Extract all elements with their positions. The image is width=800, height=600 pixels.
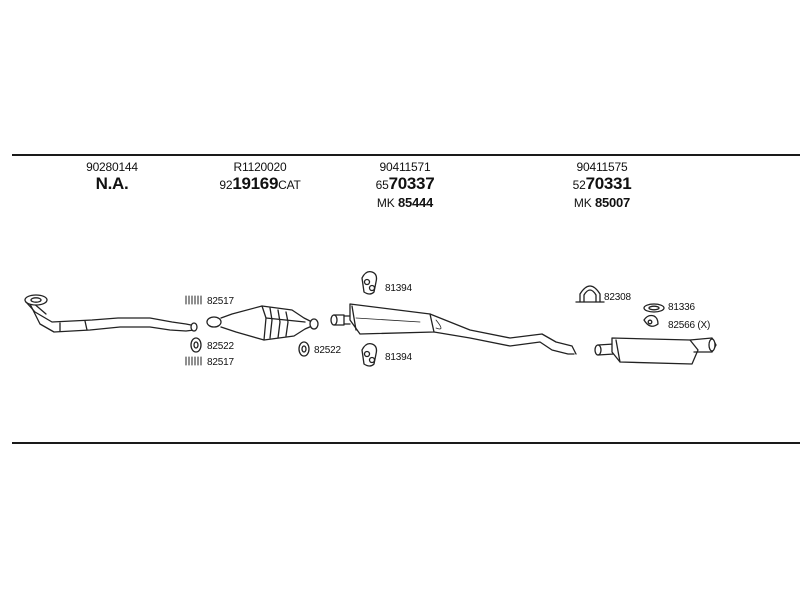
clamp-icon xyxy=(575,285,605,303)
mount-icon xyxy=(643,314,659,327)
part-main-number: 6570337 xyxy=(345,174,465,195)
part-main-number: 5270331 xyxy=(542,174,662,195)
mk-number: MK 85007 xyxy=(542,195,662,211)
top-divider xyxy=(12,154,800,156)
mk-prefix: MK xyxy=(376,196,395,210)
part-code: R1120020 xyxy=(233,160,287,174)
part-label-gasket-right: 82522 xyxy=(314,345,341,356)
mk-value: 85444 xyxy=(397,195,434,210)
mk-number: MK 85444 xyxy=(345,195,465,211)
part-label-rubber-ring: 81336 xyxy=(668,302,695,313)
part-label-hanger-upper: 81394 xyxy=(385,283,412,294)
gasket-icon xyxy=(190,337,310,357)
part-label-clamp: 82308 xyxy=(604,292,631,303)
part-label-gasket-left: 82522 xyxy=(207,341,234,352)
part-label-spring-upper: 82517 xyxy=(207,296,234,307)
part-label-hanger-lower: 81394 xyxy=(385,352,412,363)
hanger-icon xyxy=(361,270,378,367)
bottom-divider xyxy=(12,442,800,444)
part-code: 90411575 xyxy=(576,160,628,174)
main-number: 19169 xyxy=(232,174,279,193)
main-prefix: 92 xyxy=(219,178,233,192)
part-code: 90411571 xyxy=(379,160,431,174)
part-main-number: N.A. xyxy=(95,174,129,193)
part-label-mount: 82566 (X) xyxy=(668,320,711,331)
middle-silencer xyxy=(330,303,577,355)
section-front-pipe-header: 90280144 N.A. xyxy=(62,160,162,194)
section-catalyst-header: R1120020 9219169CAT xyxy=(195,160,325,195)
catalytic-converter xyxy=(206,305,319,341)
section-rear-silencer-header: 90411575 5270331 MK 85007 xyxy=(542,160,662,211)
part-label-spring-lower: 82517 xyxy=(207,357,234,368)
rubber-ring-icon xyxy=(643,303,665,313)
main-number: 70337 xyxy=(388,174,435,193)
main-prefix: 65 xyxy=(375,178,389,192)
main-prefix: 52 xyxy=(572,178,586,192)
main-number: 70331 xyxy=(585,174,632,193)
section-middle-silencer-header: 90411571 6570337 MK 85444 xyxy=(345,160,465,211)
spring-icon xyxy=(185,295,202,366)
mk-value: 85007 xyxy=(594,195,631,210)
front-pipe xyxy=(24,294,198,333)
mk-prefix: MK xyxy=(573,196,592,210)
main-suffix: CAT xyxy=(278,178,301,192)
part-code: 90280144 xyxy=(86,160,138,174)
part-main-number: 9219169CAT xyxy=(195,174,325,195)
rear-silencer xyxy=(594,337,717,365)
